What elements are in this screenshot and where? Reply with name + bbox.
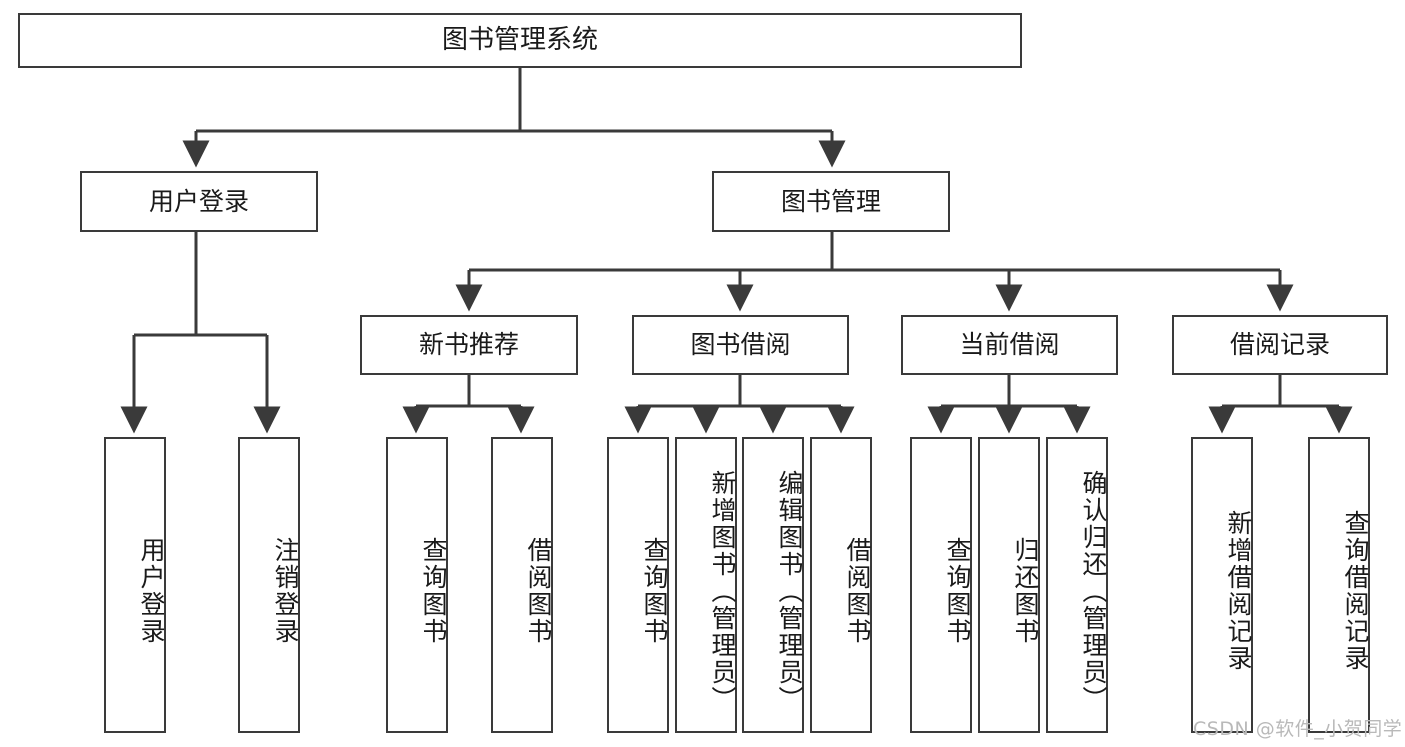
leaf-query-borrow-record[interactable]: 查询借阅记录 [1308,437,1370,733]
node-new-book-recommend[interactable]: 新书推荐 [360,315,578,375]
node-label: 新增借阅记录 [1224,510,1253,672]
node-label: 查询图书 [943,537,972,645]
node-label: 借阅记录 [1229,330,1330,360]
node-book-management[interactable]: 图书管理 [712,171,950,232]
leaf-return-book[interactable]: 归还图书 [978,437,1040,733]
node-label: 图书管理系统 [441,25,598,56]
node-current-borrow[interactable]: 当前借阅 [901,315,1118,375]
node-label: 用户登录 [137,537,166,645]
node-label: 查询图书 [419,537,448,645]
node-label: 借阅图书 [843,537,872,645]
node-borrow-record[interactable]: 借阅记录 [1172,315,1388,375]
node-book-borrow[interactable]: 图书借阅 [632,315,849,375]
leaf-edit-book-admin[interactable]: 编辑图书（管理员） [742,437,804,733]
node-label: 查询图书 [640,537,669,645]
node-label: 新增图书（管理员） [708,469,737,713]
leaf-query-book-borrow[interactable]: 查询图书 [607,437,669,733]
node-label: 编辑图书（管理员） [775,469,804,713]
node-label: 查询借阅记录 [1341,510,1370,672]
leaf-logout-login[interactable]: 注销登录 [238,437,300,733]
leaf-query-book-current[interactable]: 查询图书 [910,437,972,733]
node-label: 归还图书 [1011,537,1040,645]
node-user-login[interactable]: 用户登录 [80,171,318,232]
leaf-user-login[interactable]: 用户登录 [104,437,166,733]
node-label: 图书管理 [780,186,881,216]
node-label: 图书借阅 [690,330,791,360]
leaf-add-book-admin[interactable]: 新增图书（管理员） [675,437,737,733]
leaf-query-book-recommend[interactable]: 查询图书 [386,437,448,733]
csdn-watermark: CSDN @软件_小贺同学 [1193,718,1403,740]
node-label: 借阅图书 [524,537,553,645]
node-label: 当前借阅 [959,330,1060,360]
node-label: 注销登录 [271,537,300,645]
leaf-confirm-return-admin[interactable]: 确认归还（管理员） [1046,437,1108,733]
leaf-borrow-book[interactable]: 借阅图书 [810,437,872,733]
leaf-borrow-book-recommend[interactable]: 借阅图书 [491,437,553,733]
node-label: 新书推荐 [418,330,519,360]
node-label: 确认归还（管理员） [1079,469,1108,713]
node-root-system[interactable]: 图书管理系统 [18,13,1022,68]
node-label: 用户登录 [148,186,249,216]
leaf-add-borrow-record[interactable]: 新增借阅记录 [1191,437,1253,733]
